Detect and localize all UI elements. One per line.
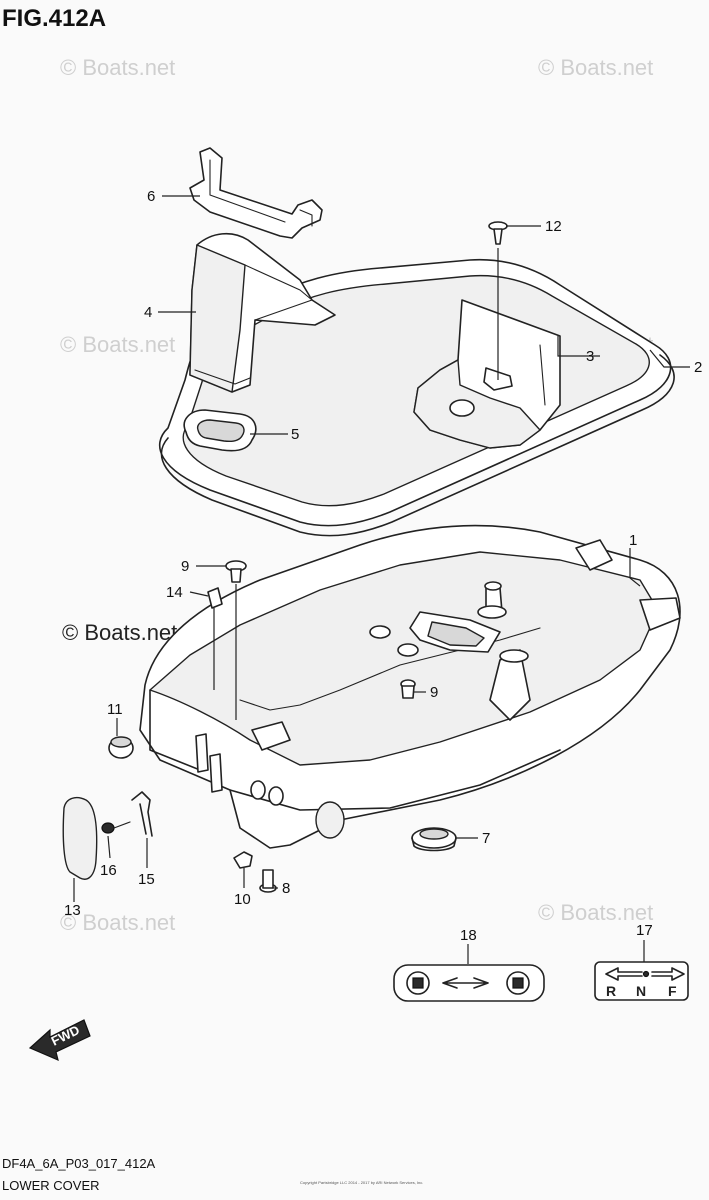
part-5-grommet [183,409,257,452]
part-14-clip [207,587,223,609]
callout-8: 8 [282,880,290,897]
callout-6: 6 [147,188,155,205]
callout-14: 14 [166,584,183,601]
callout-13: 13 [64,902,81,919]
part-15-spring-clip [131,791,153,837]
part-3-inner-cover [413,299,561,449]
watermark: © Boats.net [538,55,653,80]
callout-18: 18 [460,927,477,944]
part-6-bracket [189,147,323,239]
callout-3: 3 [586,348,594,365]
part-9-bolt-upper [225,560,247,583]
callout-10: 10 [234,891,251,908]
part-10-nut [233,851,253,869]
figure-code: DF4A_6A_P03_017_412A [2,1156,156,1171]
watermark-main: © Boats.net [62,620,177,645]
callout-5: 5 [291,426,299,443]
part-8-bolt [259,869,277,893]
part-9-bolt-lower [400,679,416,699]
forward-direction-arrow: FWD [28,1019,91,1062]
callout-numbers: 1 2 3 4 5 6 7 8 9 9 10 11 12 13 14 15 16… [64,188,702,944]
callout-17: 17 [636,922,653,939]
watermark: © Boats.net [60,910,175,935]
part-16-screw [101,821,131,834]
callout-9-upper: 9 [181,558,189,575]
callout-9-lower: 9 [430,684,438,701]
callout-16: 16 [100,862,117,879]
part-12-screw [488,221,508,245]
callout-15: 15 [138,871,155,888]
callout-7: 7 [482,830,490,847]
shift-letter-f: F [668,983,677,999]
part-11-plug [108,736,134,759]
shift-letter-n: N [636,983,646,999]
part-18-decal [393,964,545,1002]
figure-title: FIG.412A [2,5,106,32]
part-13-grip [62,796,98,880]
callout-4: 4 [144,304,152,321]
part-7-grommet [411,827,457,852]
watermark: © Boats.net [60,332,175,357]
callout-12: 12 [545,218,562,235]
copyright-note: Copyright Partsbridge LLC 2014 - 2017 by… [300,1180,423,1185]
part-17-shift-decal: R N F [594,961,689,1001]
leader-lines [73,195,690,964]
shift-letter-r: R [606,983,616,999]
figure-name: LOWER COVER [2,1178,100,1193]
watermark: © Boats.net [538,900,653,925]
part-4-air-duct [189,232,336,393]
watermark: © Boats.net [60,55,175,80]
callout-2: 2 [694,359,702,376]
callout-11: 11 [107,701,123,718]
callout-1: 1 [629,532,637,549]
